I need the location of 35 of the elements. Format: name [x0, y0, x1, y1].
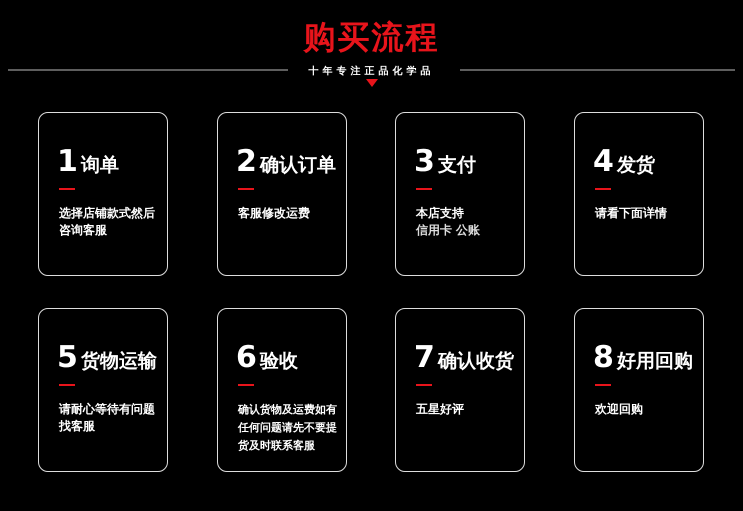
- step-description: 请看下面详情: [595, 205, 668, 222]
- step-card: [395, 112, 525, 276]
- step-description: 欢迎回购: [595, 401, 644, 418]
- step-description: 请耐心等待有问题找客服: [59, 401, 156, 435]
- step-number: 6: [236, 343, 257, 373]
- step-number: 3: [414, 147, 435, 177]
- step-description: 本店支持: [416, 205, 465, 222]
- step-heading: 支付: [438, 153, 476, 178]
- step-number: 7: [414, 343, 435, 373]
- step-description: 信用卡 公账: [416, 222, 482, 239]
- step-number: 5: [57, 343, 78, 373]
- step-card: [38, 308, 168, 472]
- step-card: [574, 112, 704, 276]
- step-number: 4: [593, 147, 614, 177]
- step-heading: 货物运输: [80, 349, 157, 374]
- step-card: [217, 308, 347, 472]
- step-number: 8: [593, 343, 614, 373]
- step-number: 1: [57, 147, 78, 177]
- title: 购买流程: [304, 17, 440, 58]
- step-heading: 验收: [260, 349, 298, 374]
- step-card: [574, 308, 704, 472]
- step-heading: 确认收货: [438, 349, 514, 374]
- step-description: 五星好评: [416, 401, 465, 418]
- step-heading: 询单: [80, 153, 119, 178]
- step-heading: 好用回购: [616, 349, 693, 374]
- step-heading: 确认订单: [260, 153, 336, 178]
- step-number: 2: [236, 147, 257, 177]
- step-description: 选择店铺款式然后咨询客服: [59, 205, 156, 239]
- step-card: [38, 112, 168, 276]
- subtitle: 十年专注正品化学品: [308, 64, 434, 78]
- step-description: 确认货物及运费如有任何问题请先不要提货及时联系客服: [238, 402, 338, 454]
- step-description: 客服修改运费: [238, 205, 311, 222]
- step-card: [217, 112, 347, 276]
- step-card: [395, 308, 525, 472]
- step-heading: 发货: [616, 153, 655, 178]
